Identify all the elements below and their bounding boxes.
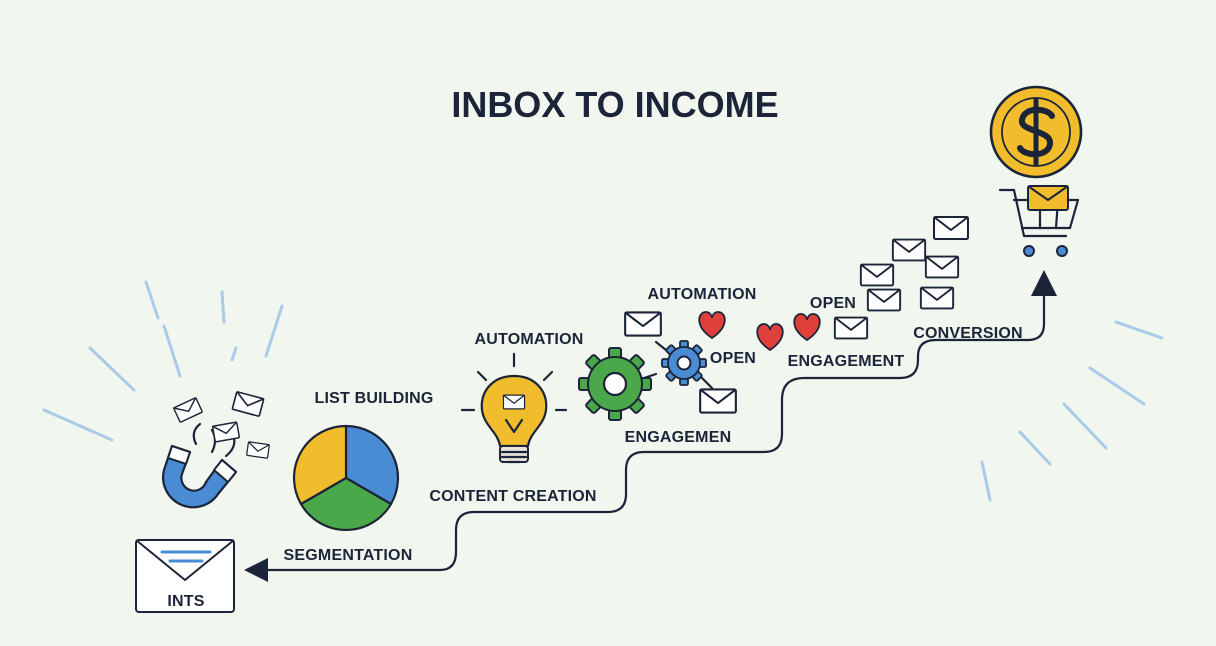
envelope-icon — [699, 388, 737, 414]
inbox-label: INTS — [167, 593, 204, 610]
envelope-icon — [833, 316, 869, 340]
arrow-head-up — [1031, 270, 1057, 296]
automation-label: AUTOMATION — [648, 286, 757, 303]
heart-icon — [698, 311, 726, 340]
conversion-label: CONVERSION — [913, 325, 1023, 342]
engagement-label: ENGAGEMENT — [788, 353, 905, 370]
open-label: OPEN — [810, 295, 856, 312]
engagement-label: ENGAGEMEN — [625, 429, 732, 446]
envelope-icon — [933, 216, 969, 240]
journey-path — [244, 270, 1057, 582]
shopping-cart-icon — [998, 185, 1080, 257]
dollar-coin-icon — [989, 85, 1083, 179]
envelope-icon — [859, 263, 895, 287]
inbox-envelope-icon — [135, 539, 235, 613]
heart-icon — [793, 313, 821, 342]
automation-label: AUTOMATION — [475, 331, 584, 348]
sparkle-rays-right — [980, 320, 1164, 502]
pie-chart-icon — [292, 424, 400, 531]
diagram-title: INBOX TO INCOME — [451, 84, 778, 125]
list-building-label: LIST BUILDING — [314, 390, 433, 407]
heart-icon — [756, 323, 784, 352]
open-label: OPEN — [710, 350, 756, 367]
gears-icon — [578, 340, 714, 421]
envelope-icon — [866, 288, 902, 312]
envelope-icon — [172, 396, 204, 424]
envelope-icon — [919, 286, 955, 310]
sparkle-rays-left — [42, 280, 284, 442]
envelope-icon — [211, 421, 241, 443]
lightbulb-icon — [460, 352, 568, 464]
envelope-icon — [245, 441, 271, 459]
envelope-icon — [924, 255, 960, 279]
arrow-head-left — [244, 558, 268, 582]
content-creation-label: CONTENT CREATION — [429, 488, 596, 505]
envelope-icon — [231, 390, 265, 418]
envelope-icon — [624, 311, 662, 337]
envelope-icon — [891, 238, 927, 262]
segmentation-label: SEGMENTATION — [284, 547, 413, 564]
